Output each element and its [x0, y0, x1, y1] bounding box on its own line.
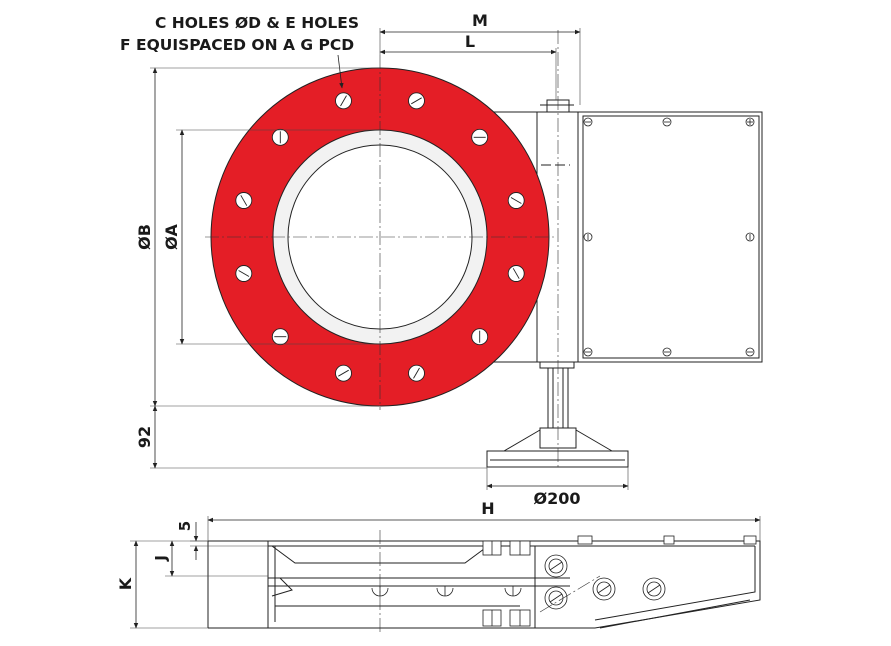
bolt-hole [471, 328, 489, 346]
hole-note: C HOLES ØD & E HOLES F EQUISPACED ON A G… [120, 14, 359, 89]
hole-note-line2: F EQUISPACED ON A G PCD [120, 36, 354, 54]
label-92: 92 [135, 426, 154, 448]
label-a: ØA [162, 224, 181, 250]
front-view: M L C HOLES ØD & E HOLES F EQUISPACED ON… [120, 11, 763, 508]
dimension-k: K [116, 540, 208, 629]
bolt-hole [271, 328, 289, 346]
support-stand [486, 367, 629, 468]
bolt-hole [335, 364, 352, 382]
bolt-hole [335, 92, 352, 110]
bolt-hole [507, 192, 525, 209]
housing-screws [583, 117, 755, 357]
label-l: L [465, 32, 475, 51]
dimension-b: ØB [135, 67, 380, 407]
dimension-200: Ø200 [486, 467, 629, 508]
hole-note-line1: C HOLES ØD & E HOLES [155, 14, 359, 32]
bolt-hole [235, 265, 253, 282]
dimension-5: 5 [176, 521, 268, 560]
label-b: ØB [135, 224, 154, 250]
dimension-m: M [379, 11, 581, 105]
flange-bolt-holes [235, 92, 525, 382]
dimension-92: 92 [135, 405, 487, 469]
side-fixings [371, 554, 666, 610]
bolt-hole [408, 92, 425, 110]
bolt-hole [271, 128, 289, 146]
side-nuts [482, 535, 757, 627]
label-j: J [152, 555, 170, 562]
label-k: K [116, 577, 135, 590]
side-diag-line [539, 575, 601, 613]
dimension-a: ØA [162, 129, 380, 345]
label-m: M [472, 11, 488, 30]
label-h: H [481, 499, 494, 518]
dimension-l: L [379, 32, 557, 100]
bolt-hole [507, 265, 525, 282]
bolt-hole [235, 192, 253, 209]
side-view: H 5 J K [116, 499, 761, 635]
label-5: 5 [176, 521, 194, 531]
dimension-j: J [152, 540, 268, 577]
dimension-h: H [207, 499, 761, 541]
bolt-hole [408, 364, 425, 382]
actuator-housing [577, 111, 763, 363]
label-200: Ø200 [534, 489, 581, 508]
bolt-hole [471, 128, 489, 146]
